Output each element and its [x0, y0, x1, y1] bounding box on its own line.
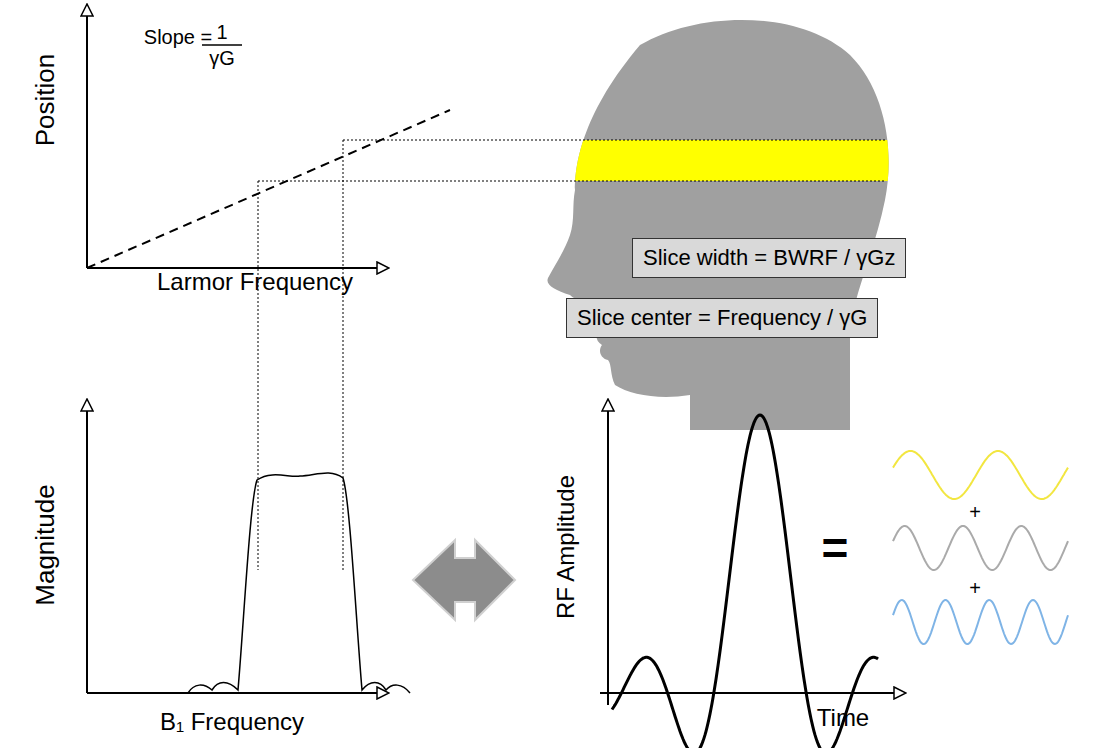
slice-band: [540, 140, 900, 181]
axis-label: Larmor Frequency: [157, 270, 353, 294]
formula-text: 1: [216, 22, 227, 42]
plus-sign: +: [969, 502, 981, 522]
equals-sign: =: [822, 525, 849, 571]
formula-text: Slope =: [144, 27, 212, 47]
axis-label: RF Amplitude: [554, 475, 578, 619]
axis: [86, 5, 88, 268]
axis: [87, 692, 388, 694]
double-arrow: [413, 540, 515, 620]
sine-wave: [893, 451, 1068, 499]
formula-text: Slice center = Frequency / γG: [577, 307, 867, 329]
sine-wave: [893, 600, 1068, 644]
sinc-pulse: [612, 415, 878, 748]
formula-text: γG: [209, 48, 235, 68]
axis-label: Magnitude: [32, 484, 58, 605]
formula-box: Slice width = BWRF / γGz: [632, 238, 906, 278]
axis-label: Position: [32, 54, 58, 147]
axis: [600, 692, 905, 694]
magnitude-curve: [188, 473, 410, 693]
axis-label: Time: [817, 706, 869, 730]
formula-box: Slice center = Frequency / γG: [566, 298, 878, 338]
axis: [86, 400, 88, 693]
axis-label: B₁ Frequency: [160, 710, 304, 734]
sine-wave: [893, 526, 1068, 570]
head-silhouette: [547, 20, 888, 430]
plus-sign: +: [969, 578, 981, 598]
axis: [607, 400, 609, 705]
dashed-line: [87, 110, 450, 268]
formula-text: Slice width = BWRF / γGz: [643, 247, 895, 269]
